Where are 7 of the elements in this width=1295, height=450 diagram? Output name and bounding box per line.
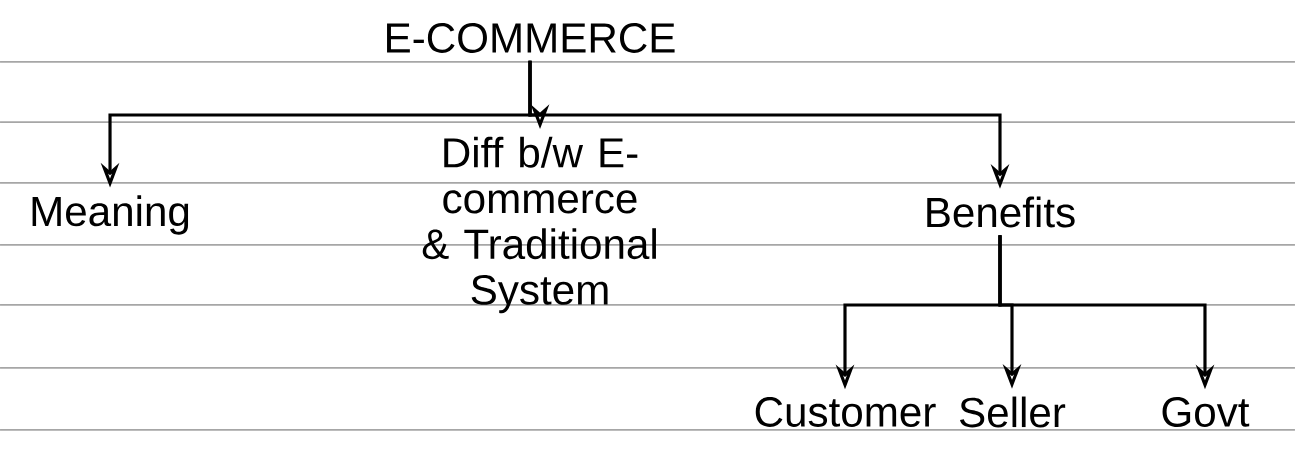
node-label: Meaning (32, 195, 189, 235)
node-label: Govt (1162, 397, 1250, 427)
node-label: Benefits (927, 196, 1075, 228)
node-label: Diff b/w E-commerce & Traditional System (422, 136, 656, 314)
node-label: Customer (755, 397, 936, 427)
node-label: E-COMMERCE (387, 23, 675, 53)
node-label: Seller (960, 396, 1066, 428)
